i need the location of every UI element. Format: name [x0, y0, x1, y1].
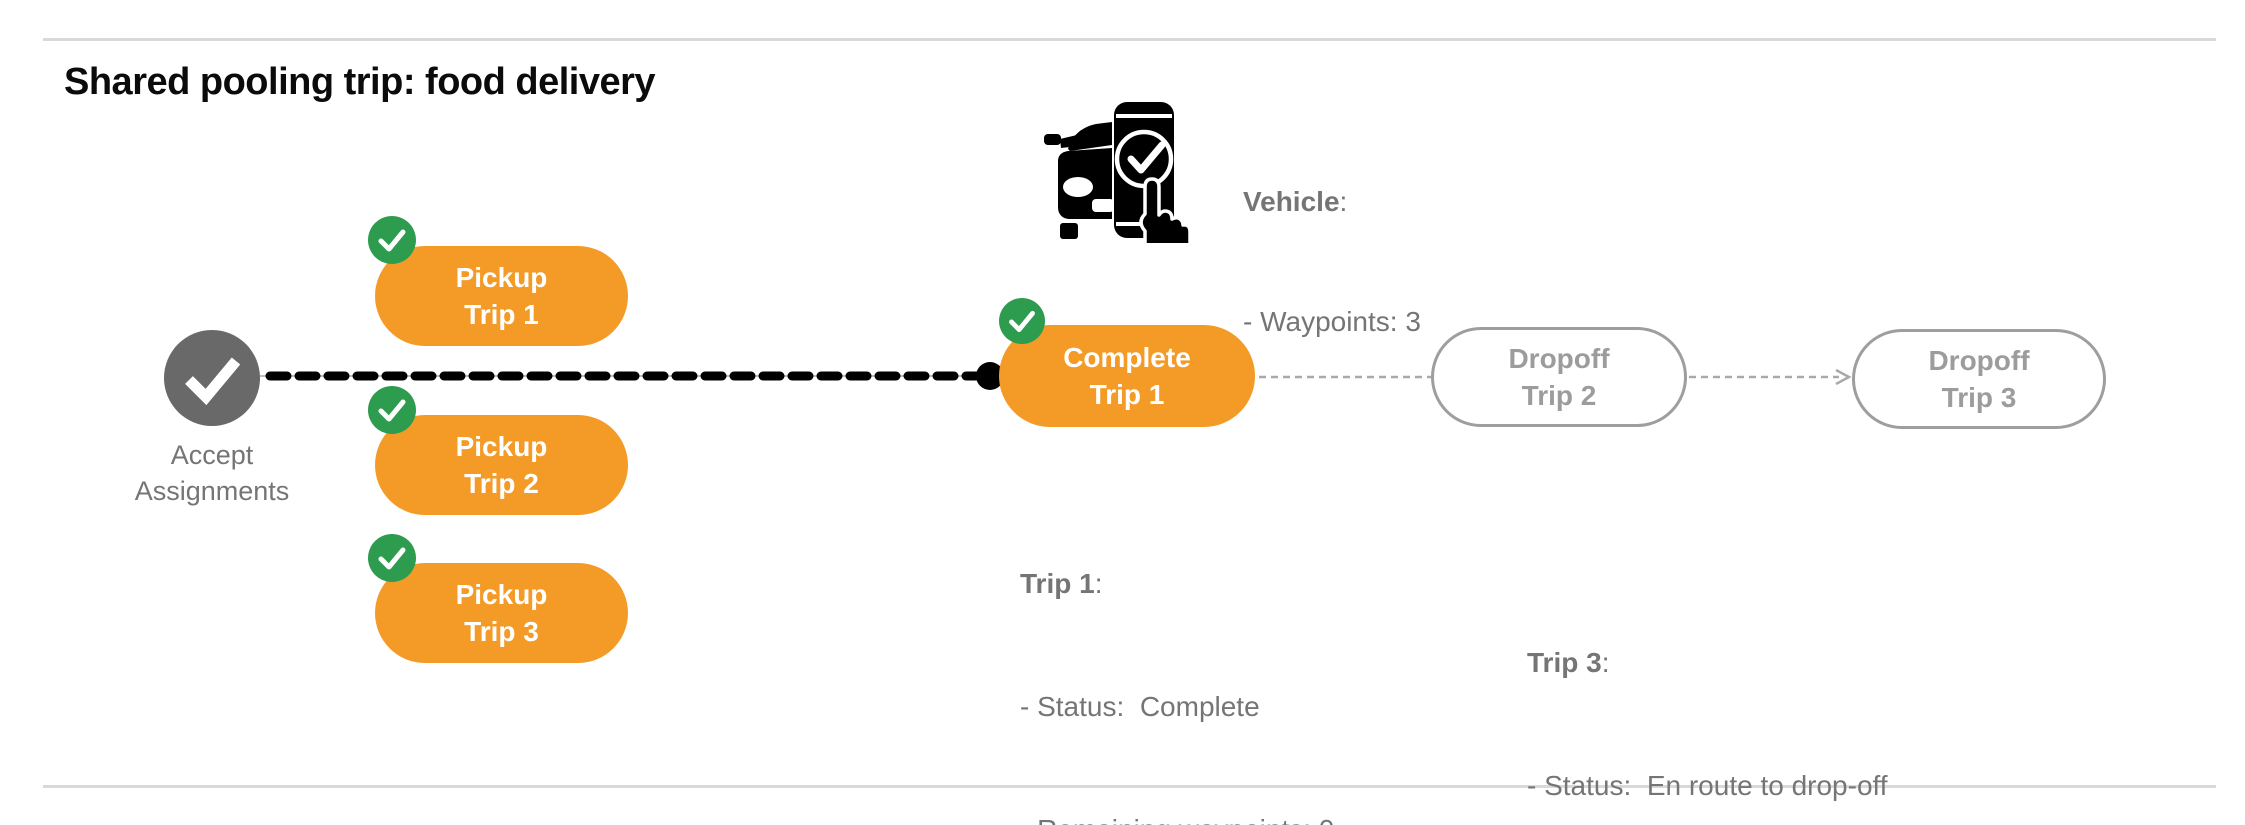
node-label-line: Trip 3: [464, 616, 539, 647]
top-divider: [43, 38, 2216, 41]
check-badge-icon: [368, 534, 416, 582]
node-label-line: Trip 2: [464, 468, 539, 499]
node-label-line: Dropoff: [1508, 343, 1610, 374]
node-label-line: Trip 1: [464, 299, 539, 330]
node-dropoff-trip-3: Dropoff Trip 3: [1852, 329, 2106, 429]
trip-1-colon: :: [1094, 568, 1103, 599]
trip-3-colon: :: [1601, 647, 1610, 678]
connector-dropoff2-to-dropoff3-arrow: [1689, 369, 1852, 385]
node-dropoff-trip-2: Dropoff Trip 2: [1431, 327, 1687, 427]
accept-assignments-label: Accept Assignments: [87, 437, 337, 509]
trip-1-heading: Trip 1:: [1020, 563, 1381, 604]
vehicle-info-title: Vehicle: [1243, 186, 1340, 217]
vehicle-info-colon: :: [1339, 186, 1348, 217]
vehicle-info-line: - Waypoints: 3: [1243, 306, 1421, 337]
trip-3-title: Trip 3: [1527, 647, 1602, 678]
page-title: Shared pooling trip: food delivery: [64, 61, 656, 103]
connector-accept-to-complete: [260, 371, 990, 381]
trip-1-remaining-waypoints: - Remaining waypoints: 0: [1020, 809, 1381, 825]
bottom-divider: [43, 785, 2216, 788]
node-label-line: Complete: [1063, 342, 1191, 373]
trip-3-heading: Trip 3:: [1527, 642, 1888, 683]
accept-label-line2: Assignments: [134, 476, 290, 506]
trip-details-column-1: Trip 1: - Status: Complete - Remaining w…: [1020, 481, 1381, 825]
node-pickup-trip-2: Pickup Trip 2: [375, 415, 628, 515]
accept-assignments-check-circle-icon: [164, 330, 260, 426]
node-label-line: Pickup: [455, 431, 548, 462]
node-label-line: Pickup: [455, 262, 548, 293]
trip-details-column-2: Trip 3: - Status: En route to drop-off -…: [1527, 560, 1888, 825]
accept-label-line1: Accept: [170, 440, 254, 470]
node-label-line: Trip 3: [1941, 382, 2017, 413]
node-pickup-trip-3: Pickup Trip 3: [375, 563, 628, 663]
autonomous-car-phone-check-icon: [1044, 102, 1192, 243]
node-label-line: Pickup: [455, 579, 548, 610]
trip-1-title: Trip 1: [1020, 568, 1095, 599]
vehicle-info-heading: Vehicle:: [1243, 182, 1421, 222]
node-label-line: Trip 1: [1089, 379, 1165, 410]
node-complete-trip-1: Complete Trip 1: [999, 325, 1255, 427]
vehicle-info: Vehicle: - Waypoints: 3: [1243, 102, 1421, 422]
trip-3-status: - Status: En route to drop-off: [1527, 770, 1888, 801]
check-badge-icon: [368, 216, 416, 264]
node-pickup-trip-1: Pickup Trip 1: [375, 246, 628, 346]
check-badge-icon: [999, 298, 1045, 344]
node-label-line: Dropoff: [1928, 345, 2030, 376]
node-label-line: Trip 2: [1521, 380, 1597, 411]
trip-1-status: - Status: Complete: [1020, 691, 1260, 722]
check-badge-icon: [368, 386, 416, 434]
connector-complete-to-dropoff2: [1259, 375, 1431, 379]
